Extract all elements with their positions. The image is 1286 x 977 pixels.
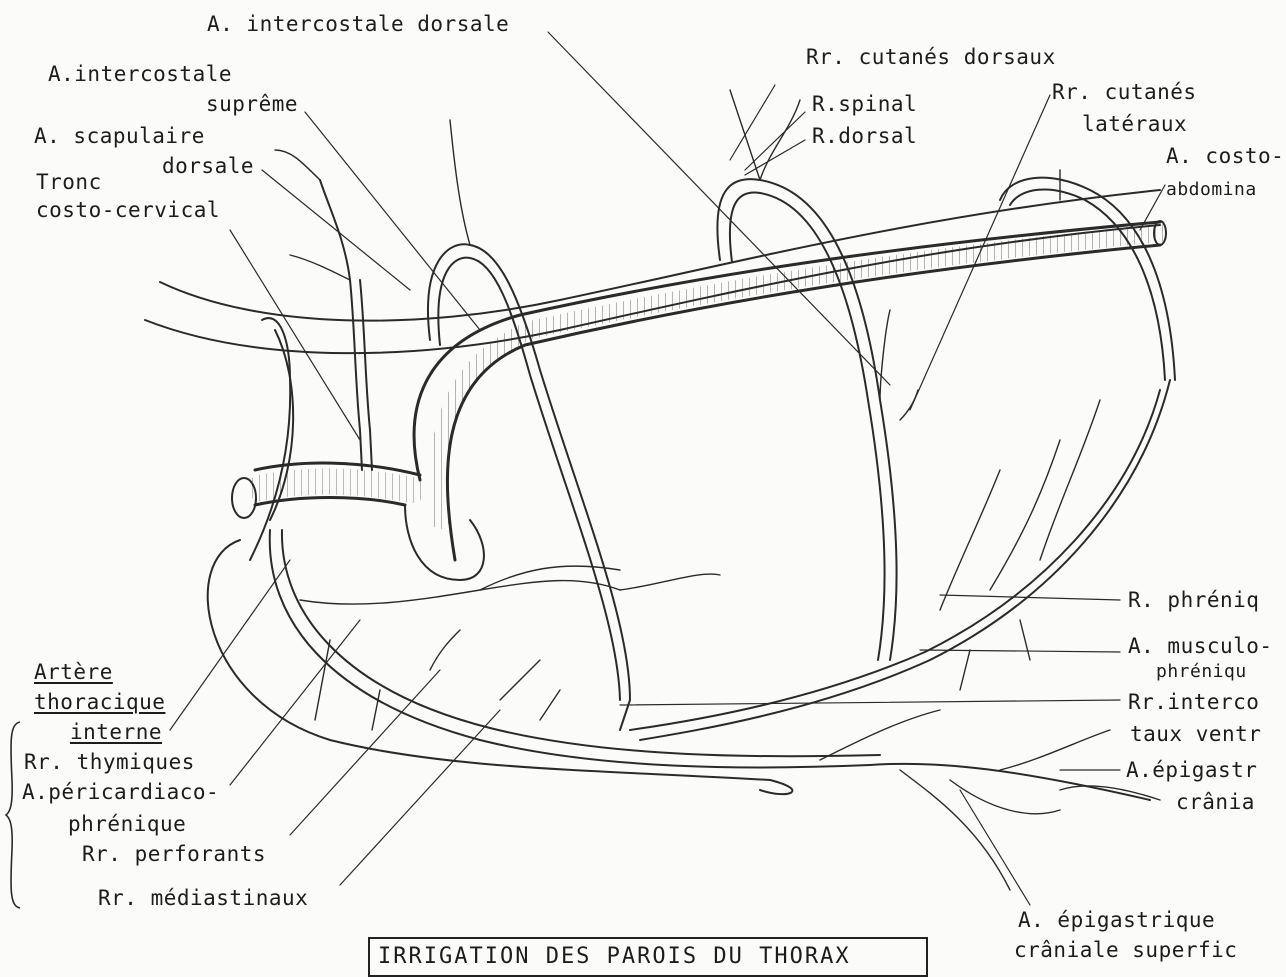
label-spinal: R.spinal: [812, 92, 917, 116]
label-musculo-line2: phréniqu: [1156, 662, 1247, 682]
label-artere-line2: thoracique: [34, 690, 165, 714]
costal-arch: [640, 380, 1170, 740]
label-interco-line2: taux ventr: [1130, 722, 1261, 746]
label-tronc-line2: costo-cervical: [36, 198, 220, 222]
intercostal-arch-3: [1000, 178, 1175, 380]
costocervical-trunk: [320, 180, 362, 470]
aorta: [414, 221, 1166, 560]
label-dorsal: R.dorsal: [812, 124, 917, 148]
label-group-brace: [4, 720, 24, 910]
label-cutanes-dorsaux: Rr. cutanés dorsaux: [806, 45, 1056, 69]
label-thymiques: Rr. thymiques: [24, 750, 195, 774]
label-scapulaire-line2: dorsale: [162, 154, 254, 178]
figure-title-box: IRRIGATION DES PAROIS DU THORAX: [368, 937, 928, 977]
label-costo-line2: abdomina: [1166, 180, 1257, 200]
intercostal-arch-2: [717, 179, 896, 660]
label-pericardiaco-line1: A.péricardiaco-: [22, 780, 219, 804]
label-tronc-line1: Tronc: [36, 170, 102, 194]
label-perforants: Rr. perforants: [82, 842, 266, 866]
label-intercostale-dorsale: A. intercostale dorsale: [207, 12, 509, 36]
label-epigastr-line1: A.épigastr: [1126, 758, 1257, 782]
label-phrenique: R. phréniq: [1128, 588, 1259, 612]
label-epigastr-line2: crânia: [1176, 790, 1255, 814]
label-epig-sup-line2: crâniale superfic: [1014, 938, 1237, 962]
label-epig-sup-line1: A. épigastrique: [1018, 908, 1215, 932]
label-cutanes-lateraux-line1: Rr. cutanés: [1052, 80, 1197, 104]
sternum-outline: [208, 540, 793, 794]
label-pericardiaco-line2: phrénique: [68, 812, 186, 836]
label-intercostale-supreme-line2: suprême: [206, 92, 298, 116]
label-mediastinaux: Rr. médiastinaux: [98, 886, 308, 910]
label-intercostale-supreme-line1: A.intercostale: [48, 62, 232, 86]
label-costo-line1: A. costo-: [1166, 144, 1284, 168]
label-musculo-line1: A. musculo-: [1128, 634, 1273, 658]
label-interco-line1: Rr.interco: [1128, 690, 1259, 714]
label-artere-line3: interne: [70, 720, 162, 744]
internal-thoracic-artery: [270, 530, 1150, 800]
label-scapulaire-line1: A. scapulaire: [34, 124, 205, 148]
label-cutanes-lateraux-line2: latéraux: [1082, 112, 1187, 136]
label-artere-line1: Artère: [34, 660, 113, 684]
